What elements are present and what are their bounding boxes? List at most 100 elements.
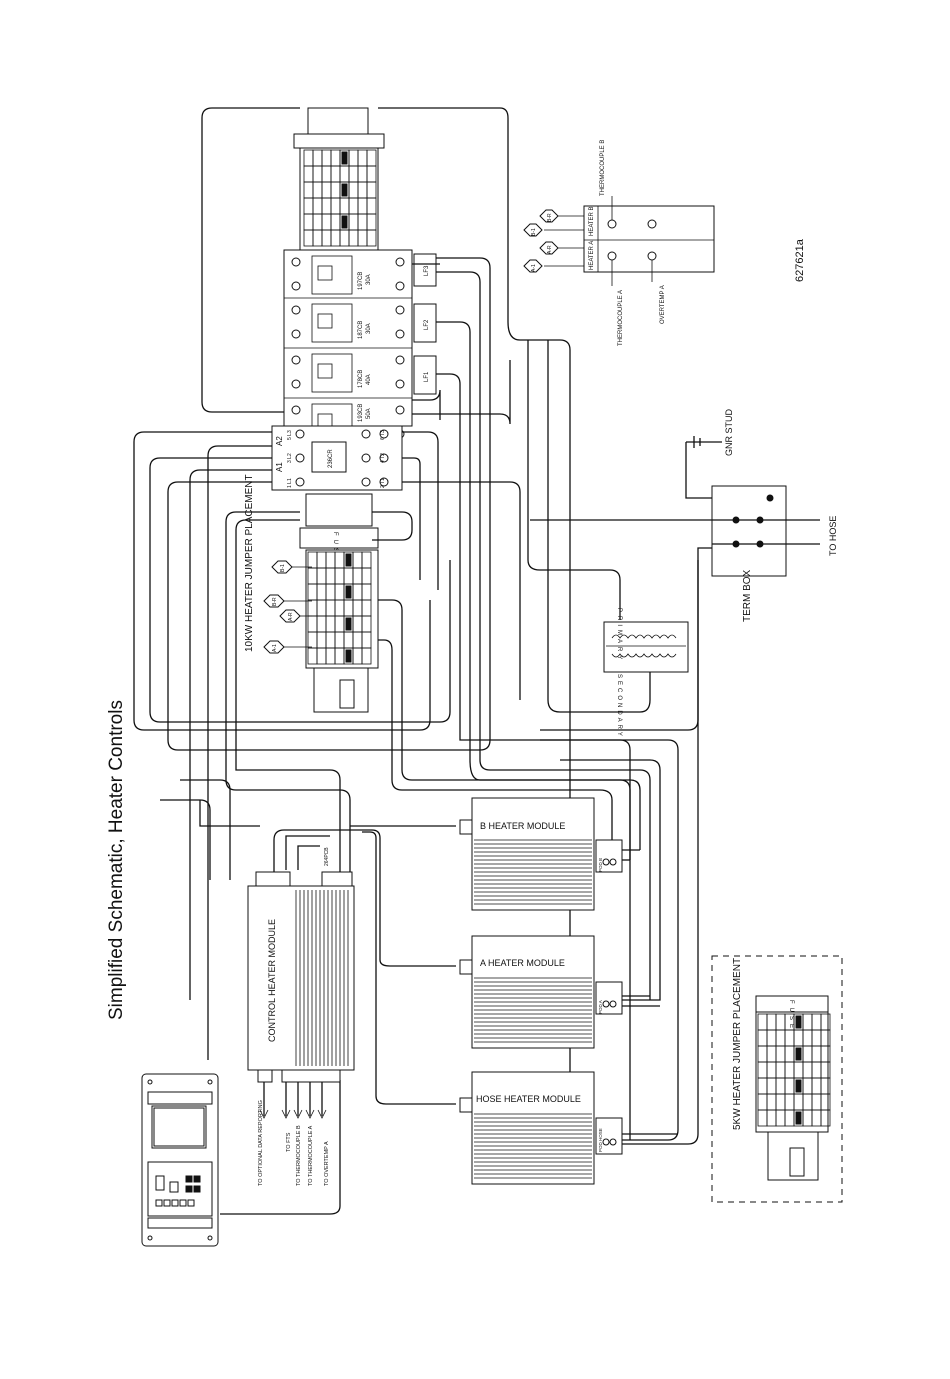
heater-tag-b1: B-1 xyxy=(531,228,537,236)
jumper-bar xyxy=(345,553,352,567)
thermocouple-b-label: THERMOCOUPLE B xyxy=(600,140,606,196)
coil-a2: A2 xyxy=(275,436,284,446)
breaker-body xyxy=(311,303,353,343)
breaker-terminal xyxy=(291,355,301,365)
breaker-toggle xyxy=(317,313,333,329)
breaker-193cb-rating: 50A xyxy=(366,408,372,419)
jumper-5kw-panel: FUSE 5KW HEATER JUMPER PLACEMENT xyxy=(711,955,843,1203)
heater-tag-a1: A-1 xyxy=(531,264,537,272)
breaker-193cb-id: 193CB xyxy=(358,404,364,422)
term-box: TERM BOX TO HOSE xyxy=(711,485,838,622)
breaker-terminal xyxy=(291,405,301,415)
heater-tag-br: B-R xyxy=(547,213,553,222)
b-heater-module: B HEATER MODULE POD B xyxy=(459,797,623,911)
filter-lf1: LF1 xyxy=(424,371,430,382)
breaker-terminal xyxy=(395,281,405,291)
pod-b-label: POD B xyxy=(598,858,603,872)
terminal-1l1: 1 L1 xyxy=(287,478,293,488)
output-optional-data: TO OPTIONAL DATA REPORTING xyxy=(258,1100,264,1186)
display-panel xyxy=(141,1073,219,1247)
jumper-5kw-label: 5KW HEATER JUMPER PLACEMENT xyxy=(732,958,743,1130)
overtemp-a-label: OVERTEMP A xyxy=(660,285,666,324)
output-thermocouple-a: TO THERMOCOUPLE A xyxy=(308,1125,314,1186)
jumper-bar xyxy=(345,585,352,599)
jumper-bar xyxy=(341,151,348,165)
wiring xyxy=(133,257,712,1215)
to-hose-label: TO HOSE xyxy=(828,516,838,556)
breaker-terminal xyxy=(291,379,301,389)
breaker-terminal xyxy=(291,329,301,339)
breaker-terminal xyxy=(395,305,405,315)
terminal-2t1: 2 T1 xyxy=(380,478,386,488)
lower-terminal-rail: FUSE xyxy=(299,493,379,713)
filter-lf3: LF3 xyxy=(424,265,430,276)
jumper-bar xyxy=(345,617,352,631)
gnr-stud-label: GNR STUD xyxy=(724,409,734,457)
jumper-bar xyxy=(345,649,352,663)
hose-heater-module-label: HOSE HEATER MODULE xyxy=(476,1094,581,1104)
breaker-terminal xyxy=(395,379,405,389)
upper-terminal-rail xyxy=(293,107,385,251)
term-box-label: TERM BOX xyxy=(742,569,753,622)
breaker-terminal xyxy=(291,257,301,267)
breaker-187cb-rating: 30A xyxy=(366,323,372,334)
terminal-cell xyxy=(361,647,372,665)
transformer-secondary: SECONDARY xyxy=(616,674,622,739)
transformer-primary: PRIMARY xyxy=(616,608,622,663)
heater-a-label: HEATER A xyxy=(589,241,595,270)
filter-lf2: LF2 xyxy=(424,319,430,330)
breaker-terminal xyxy=(395,355,405,365)
output-overtemp-a: TO OVERTEMP A xyxy=(324,1141,330,1186)
connector-264pcb: 264PCB xyxy=(324,847,330,866)
breaker-body xyxy=(311,255,353,295)
breaker-toggle xyxy=(317,265,333,281)
heater-tag-ar: A-R xyxy=(547,245,553,254)
breaker-group: 193CB 50A 178CB 40A 187CB 30A 197CB 30A xyxy=(283,249,413,443)
jumper-bar xyxy=(795,1047,802,1061)
terminal-5l3: 5 L3 xyxy=(287,430,293,440)
drawing-number: 627621a xyxy=(794,238,806,282)
terminal-cell xyxy=(366,229,377,247)
terminal-6t3: 6 T3 xyxy=(380,430,386,440)
jumper-bar xyxy=(341,183,348,197)
jumper-tag-ar: A-R xyxy=(288,612,294,621)
coil-a1: A1 xyxy=(275,462,284,472)
jumper-tag-b1: B-1 xyxy=(280,564,286,572)
transformer: PRIMARY SECONDARY xyxy=(603,608,689,739)
hose-heater-module: HOSE HEATER MODULE POD HOSE xyxy=(459,1071,623,1185)
breaker-toggle xyxy=(317,363,333,379)
pod-a-label: POD A xyxy=(598,1000,603,1014)
a-heater-module-label: A HEATER MODULE xyxy=(480,958,565,968)
gnr-stud: GNR STUD xyxy=(685,409,770,499)
breaker-terminal xyxy=(395,329,405,339)
jumper-bar xyxy=(341,215,348,229)
breaker-178cb-rating: 40A xyxy=(366,374,372,385)
jumper-tags-10kw: B-1 B-R A-R A-1 xyxy=(263,560,312,654)
output-thermocouple-b: TO THERMOCOUPLE B xyxy=(296,1125,302,1186)
fuse-label: FUSE xyxy=(332,532,338,564)
heater-b-label: HEATER B xyxy=(589,206,595,236)
breaker-187cb-id: 187CB xyxy=(358,321,364,339)
contactor-236cr: 236CR A1 A2 1 L1 3 L2 5 L3 2 T1 4 T2 6 T… xyxy=(271,425,403,491)
a-heater-module: A HEATER MODULE POD A xyxy=(459,935,623,1049)
b-heater-module-label: B HEATER MODULE xyxy=(480,821,565,831)
terminal-3l2: 3 L2 xyxy=(287,453,293,463)
control-module-label: CONTROL HEATER MODULE xyxy=(267,919,277,1042)
thermocouple-a-label: THERMOCOUPLE A xyxy=(618,290,624,346)
terminal-4t2: 4 T2 xyxy=(380,453,386,463)
control-heater-module: CONTROL HEATER MODULE 264PCB TO OPTIONAL… xyxy=(247,847,355,1186)
breaker-197cb-rating: 30A xyxy=(366,274,372,285)
terminal-cell xyxy=(820,1109,831,1127)
line-filters: LF3 LF2 LF1 xyxy=(413,253,437,395)
jumper-tag-br: B-R xyxy=(272,597,278,606)
jumper-tag-a1: A-1 xyxy=(272,644,278,652)
heater-block: HEATER A HEATER B THERMOCOUPLE A THERMOC… xyxy=(523,140,715,346)
jumper-10kw-label: 10KW HEATER JUMPER PLACEMENT xyxy=(244,474,255,652)
jumper-bar xyxy=(795,1079,802,1093)
output-fts: TO FTS xyxy=(286,1132,292,1152)
breaker-terminal xyxy=(291,281,301,291)
contactor-id: 236CR xyxy=(328,449,334,468)
breaker-body xyxy=(311,353,353,393)
jumper-bar xyxy=(795,1111,802,1125)
